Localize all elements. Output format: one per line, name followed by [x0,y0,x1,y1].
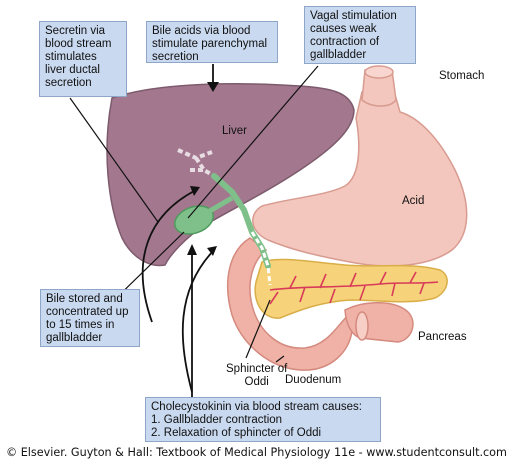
callout-secretin: Secretin via blood stream stimulates liv… [39,21,127,97]
label-sphincter: Sphincter of Oddi [226,363,287,389]
label-duodenum: Duodenum [285,374,341,387]
label-pancreas: Pancreas [418,331,467,344]
callout-bile-stored: Bile stored and concentrated up to 15 ti… [40,289,140,347]
callout-bile-acids: Bile acids via blood stimulate parenchym… [146,21,278,63]
cck-arrowhead [187,244,197,255]
esophagus-opening [365,66,393,78]
callout-vagal: Vagal stimulation causes weak contractio… [304,6,416,64]
intestine [345,303,413,342]
label-acid: Acid [402,195,424,208]
callout-cholecystokinin: Cholecystokinin via blood stream causes:… [145,397,381,442]
label-stomach: Stomach [439,70,484,83]
credit-line: © Elsevier. Guyton & Hall: Textbook of M… [6,446,520,459]
label-liver: Liver [222,125,247,138]
intestine-opening [356,312,368,340]
